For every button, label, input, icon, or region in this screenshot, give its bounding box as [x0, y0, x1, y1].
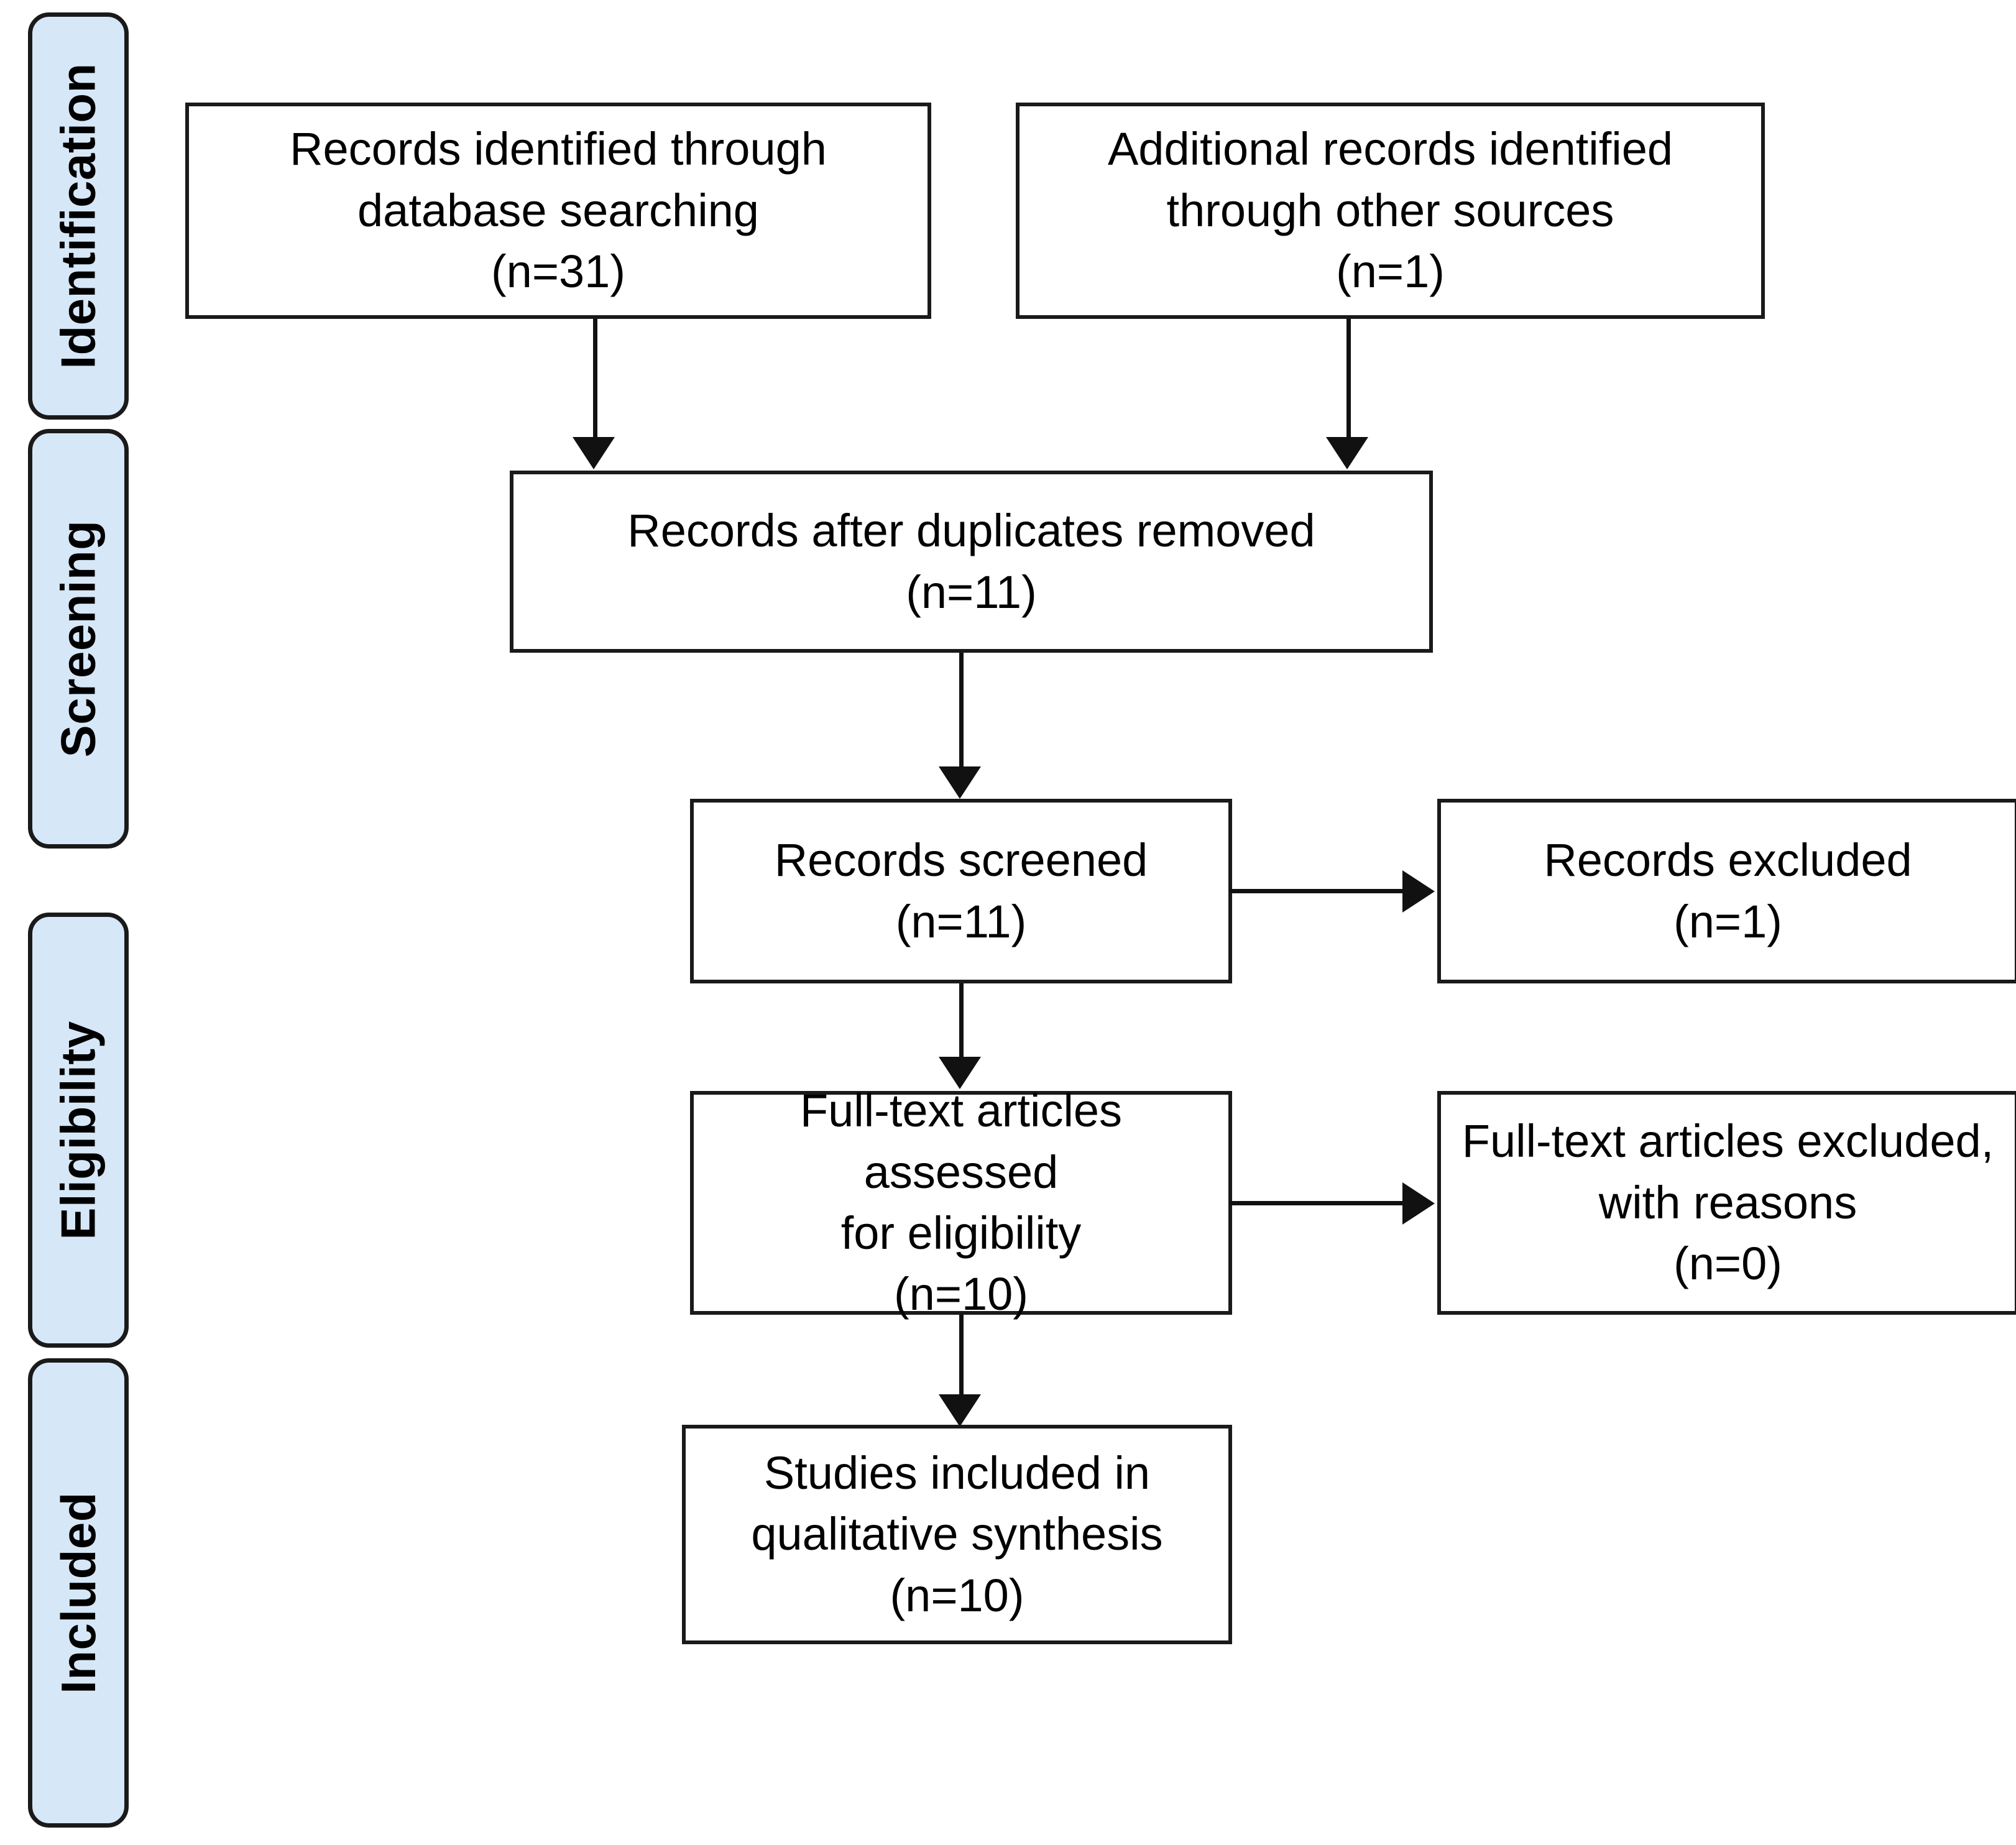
line-2: qualitative synthesis — [751, 1508, 1163, 1560]
node-fulltext-articles-excluded: Full-text articles excluded, with reason… — [1437, 1091, 2016, 1315]
stage-screening-label: Screening — [50, 520, 106, 758]
count: (n=11) — [906, 566, 1037, 618]
node-fulltext-articles-assessed-text: Full-text articles assessed for eligibil… — [694, 1080, 1228, 1325]
connector-records-screened-to-fulltext — [959, 983, 964, 1058]
line-1: Full-text articles assessed — [799, 1085, 1123, 1198]
line-1: Records identified through — [290, 123, 827, 175]
node-records-after-duplicates-removed: Records after duplicates removed (n=11) — [510, 471, 1433, 653]
node-records-excluded-text: Records excluded (n=1) — [1532, 830, 1923, 952]
line-2: for eligibility — [840, 1207, 1082, 1259]
line-1: Records after duplicates removed — [627, 505, 1315, 557]
connector-duplicates-to-records-screened — [959, 653, 964, 768]
count: (n=11) — [895, 895, 1027, 947]
line-2: with reasons — [1598, 1176, 1857, 1228]
count: (n=31) — [491, 246, 625, 298]
arrowhead-records-screened-to-fulltext — [939, 1057, 981, 1089]
node-fulltext-articles-excluded-text: Full-text articles excluded, with reason… — [1451, 1111, 2005, 1294]
line-2: database searching — [357, 184, 759, 236]
count: (n=1) — [1673, 895, 1782, 947]
connector-fulltext-to-studies-included — [959, 1315, 964, 1396]
line-1: Full-text articles excluded, — [1461, 1115, 1994, 1167]
node-records-identified-database: Records identified through database sear… — [185, 103, 931, 319]
count: (n=1) — [1336, 246, 1445, 298]
node-records-identified-database-text: Records identified through database sear… — [278, 119, 838, 302]
node-records-screened: Records screened (n=11) — [690, 799, 1232, 983]
node-studies-included-text: Studies included in qualitative synthesi… — [740, 1443, 1174, 1626]
stage-included-label: Included — [50, 1492, 106, 1694]
stage-eligibility: Eligibility — [28, 913, 129, 1348]
stage-included: Included — [28, 1358, 129, 1828]
arrowhead-other-sources-to-duplicates — [1326, 437, 1368, 469]
line-1: Records excluded — [1544, 834, 1912, 886]
node-fulltext-articles-assessed: Full-text articles assessed for eligibil… — [690, 1085, 1232, 1320]
arrowhead-duplicates-to-records-screened — [939, 766, 981, 799]
count: (n=10) — [894, 1268, 1028, 1320]
node-additional-records-other-sources: Additional records identified through ot… — [1016, 103, 1765, 319]
stage-identification-label: Identification — [50, 63, 106, 369]
node-records-after-duplicates-removed-text: Records after duplicates removed (n=11) — [616, 500, 1326, 623]
arrowhead-records-screened-to-excluded — [1402, 870, 1435, 913]
count: (n=0) — [1673, 1238, 1782, 1290]
node-records-excluded: Records excluded (n=1) — [1437, 799, 2016, 983]
node-records-screened-text: Records screened (n=11) — [763, 830, 1159, 952]
connector-other-sources-to-duplicates — [1346, 319, 1351, 438]
line-1: Records screened — [774, 834, 1148, 886]
arrowhead-db-search-to-duplicates — [573, 437, 615, 469]
stage-identification: Identification — [28, 12, 129, 420]
connector-fulltext-assessed-to-excluded — [1230, 1201, 1404, 1205]
node-studies-included: Studies included in qualitative synthesi… — [682, 1425, 1232, 1644]
connector-records-screened-to-excluded — [1230, 889, 1404, 893]
line-1: Additional records identified — [1107, 123, 1673, 175]
stage-screening: Screening — [28, 429, 129, 849]
stage-eligibility-label: Eligibility — [50, 1020, 106, 1240]
arrowhead-fulltext-to-studies-included — [939, 1394, 981, 1427]
connector-db-search-to-duplicates — [593, 319, 597, 438]
line-2: through other sources — [1166, 184, 1614, 236]
line-1: Studies included in — [763, 1447, 1151, 1499]
node-additional-records-other-sources-text: Additional records identified through ot… — [1097, 119, 1684, 302]
arrowhead-fulltext-assessed-to-excluded — [1402, 1182, 1435, 1225]
count: (n=10) — [890, 1569, 1024, 1621]
